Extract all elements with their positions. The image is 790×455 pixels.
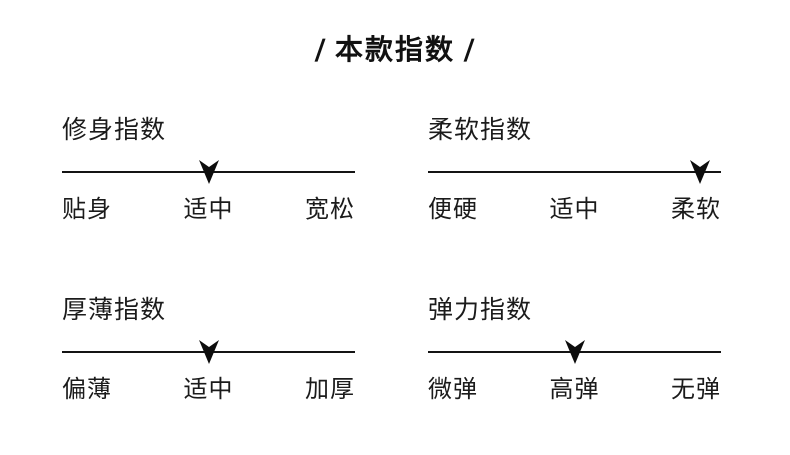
page-title-text: 本款指数 — [334, 33, 455, 66]
scale-marker-arrow-icon[interactable] — [563, 339, 587, 365]
index-scale-bar[interactable] — [428, 159, 721, 185]
scale-label-mid: 高弹 — [549, 375, 600, 403]
title-right-slash-icon: / — [463, 33, 476, 66]
scale-marker-arrow-icon[interactable] — [688, 159, 712, 185]
scale-label-high: 宽松 — [305, 195, 355, 223]
scale-label-low: 偏薄 — [62, 375, 112, 403]
index-scale-bar[interactable] — [428, 339, 721, 365]
index-group-fit: 修身指数 贴身 适中 宽松 — [62, 115, 355, 226]
scale-label-low: 微弹 — [428, 375, 478, 403]
title-left-slash-icon: / — [314, 33, 327, 66]
index-group-heading: 弹力指数 — [428, 295, 533, 324]
scale-marker-arrow-icon[interactable] — [197, 339, 221, 365]
index-scale-labels: 便硬 适中 柔软 — [428, 194, 721, 226]
scale-label-low: 贴身 — [62, 195, 112, 223]
index-group-heading: 柔软指数 — [428, 115, 533, 144]
page-title: /本款指数/ — [314, 32, 476, 68]
index-group-thickness: 厚薄指数 偏薄 适中 加厚 — [62, 295, 355, 406]
index-scale-labels: 偏薄 适中 加厚 — [62, 374, 355, 406]
scale-label-high: 加厚 — [305, 375, 355, 403]
index-group-heading: 厚薄指数 — [62, 295, 167, 324]
scale-label-mid: 适中 — [183, 375, 234, 403]
scale-label-high: 无弹 — [671, 375, 721, 403]
index-scale-labels: 微弹 高弹 无弹 — [428, 374, 721, 406]
scale-label-high: 柔软 — [671, 195, 721, 223]
index-scale-labels: 贴身 适中 宽松 — [62, 194, 355, 226]
scale-label-mid: 适中 — [549, 195, 600, 223]
page-title-container: /本款指数/ — [0, 32, 790, 68]
scale-label-low: 便硬 — [428, 195, 478, 223]
scale-label-mid: 适中 — [183, 195, 234, 223]
index-scale-bar[interactable] — [62, 339, 355, 365]
index-group-heading: 修身指数 — [62, 115, 167, 144]
scale-line — [428, 171, 721, 173]
index-group-elasticity: 弹力指数 微弹 高弹 无弹 — [428, 295, 721, 406]
index-group-softness: 柔软指数 便硬 适中 柔软 — [428, 115, 721, 226]
scale-marker-arrow-icon[interactable] — [197, 159, 221, 185]
index-groups-grid: 修身指数 贴身 适中 宽松 柔软指数 便硬 — [0, 115, 790, 445]
index-scale-bar[interactable] — [62, 159, 355, 185]
